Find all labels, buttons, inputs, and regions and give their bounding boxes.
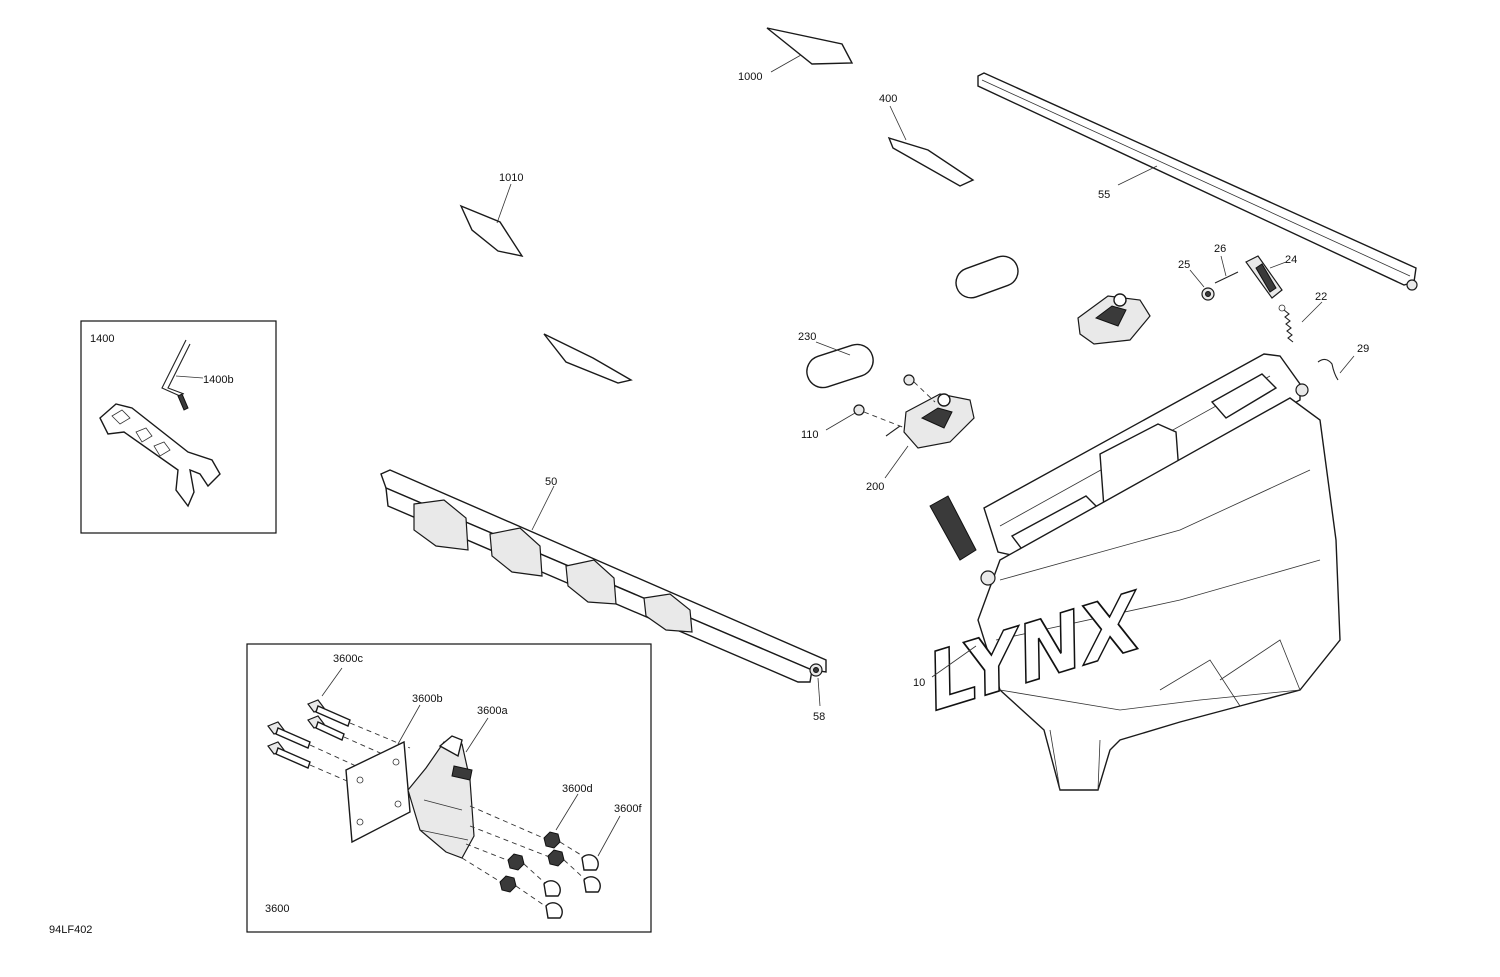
bumper-10: LYNX 10	[913, 353, 1341, 791]
decal-1000: 1000	[738, 27, 854, 83]
kit-3600d-label: 3600d	[562, 783, 593, 795]
rail-55: 55	[977, 72, 1418, 291]
kit-3600c-label: 3600c	[333, 653, 363, 665]
latch-200: 110 200	[801, 374, 975, 493]
kit-3600-label: 3600	[265, 903, 289, 915]
drawing-number: 94LF402	[49, 924, 92, 936]
label-22: 22	[1315, 291, 1327, 303]
label-50: 50	[545, 476, 557, 488]
label-55: 55	[1098, 189, 1110, 201]
label-400: 400	[879, 93, 897, 105]
label-29: 29	[1357, 343, 1369, 355]
label-24: 24	[1285, 254, 1297, 266]
hardware-group: 25 26 24 22 29	[1178, 243, 1369, 381]
kit-1400-label: 1400	[90, 333, 114, 345]
pad-230: 230	[798, 331, 874, 389]
decal-1010: 1010	[459, 172, 524, 258]
label-25: 25	[1178, 259, 1190, 271]
label-110: 110	[801, 429, 819, 441]
label-26: 26	[1214, 243, 1226, 255]
plate-3600b: 3600b	[345, 693, 443, 844]
kit-1400-box: 1400 1400b	[80, 320, 277, 534]
kit-3600-box: 3600 3600c 3600b	[246, 643, 652, 933]
kit-3600a-label: 3600a	[477, 705, 508, 717]
label-10: 10	[913, 677, 925, 689]
nuts-3600d: 3600d	[461, 783, 593, 893]
hitch-3600a: 3600a	[407, 705, 508, 859]
latch-upper	[1077, 293, 1151, 345]
label-1010: 1010	[499, 172, 523, 184]
pad-upper	[955, 255, 1019, 299]
label-58: 58	[813, 711, 825, 723]
bar-50: 50	[380, 469, 827, 683]
kit-3600f-label: 3600f	[614, 803, 642, 815]
screw-58: 58	[809, 663, 825, 723]
kit-1400b-label: 1400b	[203, 374, 234, 386]
label-200: 200	[866, 481, 884, 493]
label-1000: 1000	[738, 71, 762, 83]
decal-400: 400	[879, 93, 975, 187]
decal-small	[543, 333, 633, 384]
bolts-3600c: 3600c	[267, 653, 411, 785]
kit-3600b-label: 3600b	[412, 693, 443, 705]
label-230: 230	[798, 331, 816, 343]
caps-3600f: 3600f	[515, 803, 642, 919]
